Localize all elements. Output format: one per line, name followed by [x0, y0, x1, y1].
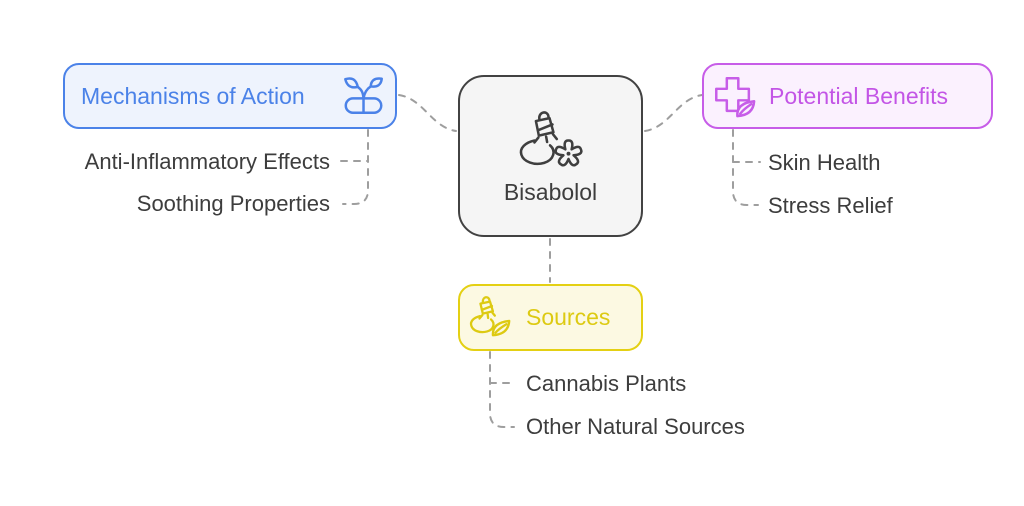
center-node: Bisabolol: [458, 75, 643, 237]
perfume-bottle-flower-icon: [514, 106, 588, 176]
child-label-soothing-properties: Soothing Properties: [136, 191, 330, 216]
child-label-stress-relief: Stress Relief: [768, 193, 893, 218]
center-node-label: Bisabolol: [503, 179, 598, 205]
branch-node-sources: Sources: [458, 284, 643, 351]
sprout-capsule-icon: [341, 73, 387, 119]
oil-bottle-leaf-icon: [467, 293, 515, 343]
rail-sources-children: [489, 351, 515, 428]
branch-node-mechanisms: Mechanisms of Action: [63, 63, 397, 129]
child-label-skin-health: Skin Health: [768, 150, 881, 175]
rail-mechanisms-children: [342, 129, 369, 205]
child-label-anti-inflammatory-effects: Anti-Inflammatory Effects: [84, 149, 330, 174]
child-label-other-natural-sources: Other Natural Sources: [526, 414, 745, 439]
branch-label-sources: Sources: [526, 304, 611, 330]
medical-cross-leaf-icon: [711, 73, 757, 119]
connector-center-to-benefits: [644, 94, 703, 132]
branch-label-mechanisms: Mechanisms of Action: [81, 82, 305, 109]
connector-mechanisms-to-center: [398, 94, 457, 132]
child-label-cannabis-plants: Cannabis Plants: [526, 371, 687, 396]
branch-node-benefits: Potential Benefits: [702, 63, 993, 129]
branch-label-benefits: Potential Benefits: [769, 82, 949, 109]
rail-benefits-children: [732, 129, 759, 206]
